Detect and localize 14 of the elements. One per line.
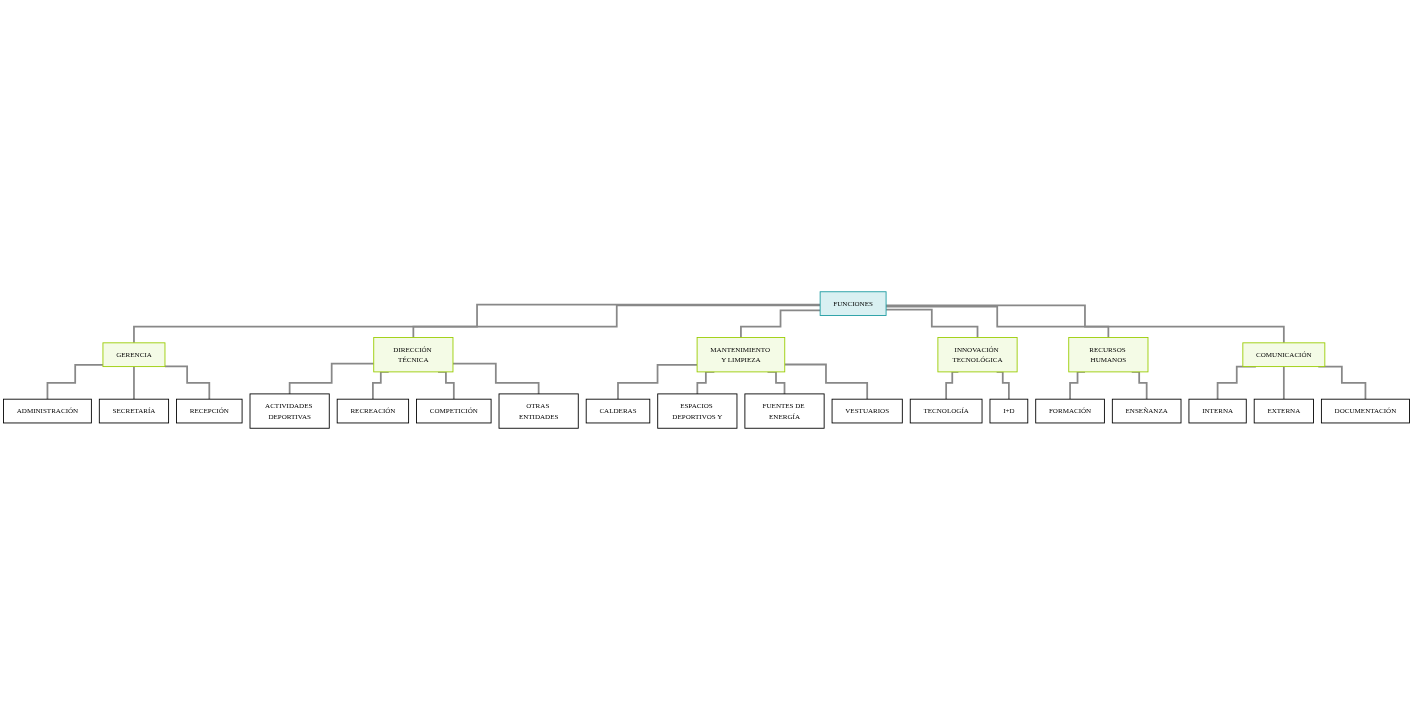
connector bbox=[46, 363, 104, 401]
connector bbox=[783, 363, 869, 401]
connector bbox=[885, 305, 1110, 339]
connector bbox=[133, 365, 135, 401]
connector bbox=[885, 304, 1285, 344]
connector bbox=[133, 303, 821, 344]
connector bbox=[740, 309, 821, 339]
connector bbox=[288, 362, 375, 395]
connector bbox=[1282, 365, 1285, 401]
connector bbox=[885, 308, 979, 339]
connector bbox=[617, 363, 698, 401]
connector bbox=[452, 362, 540, 395]
connector bbox=[412, 304, 821, 339]
connector bbox=[164, 365, 211, 401]
